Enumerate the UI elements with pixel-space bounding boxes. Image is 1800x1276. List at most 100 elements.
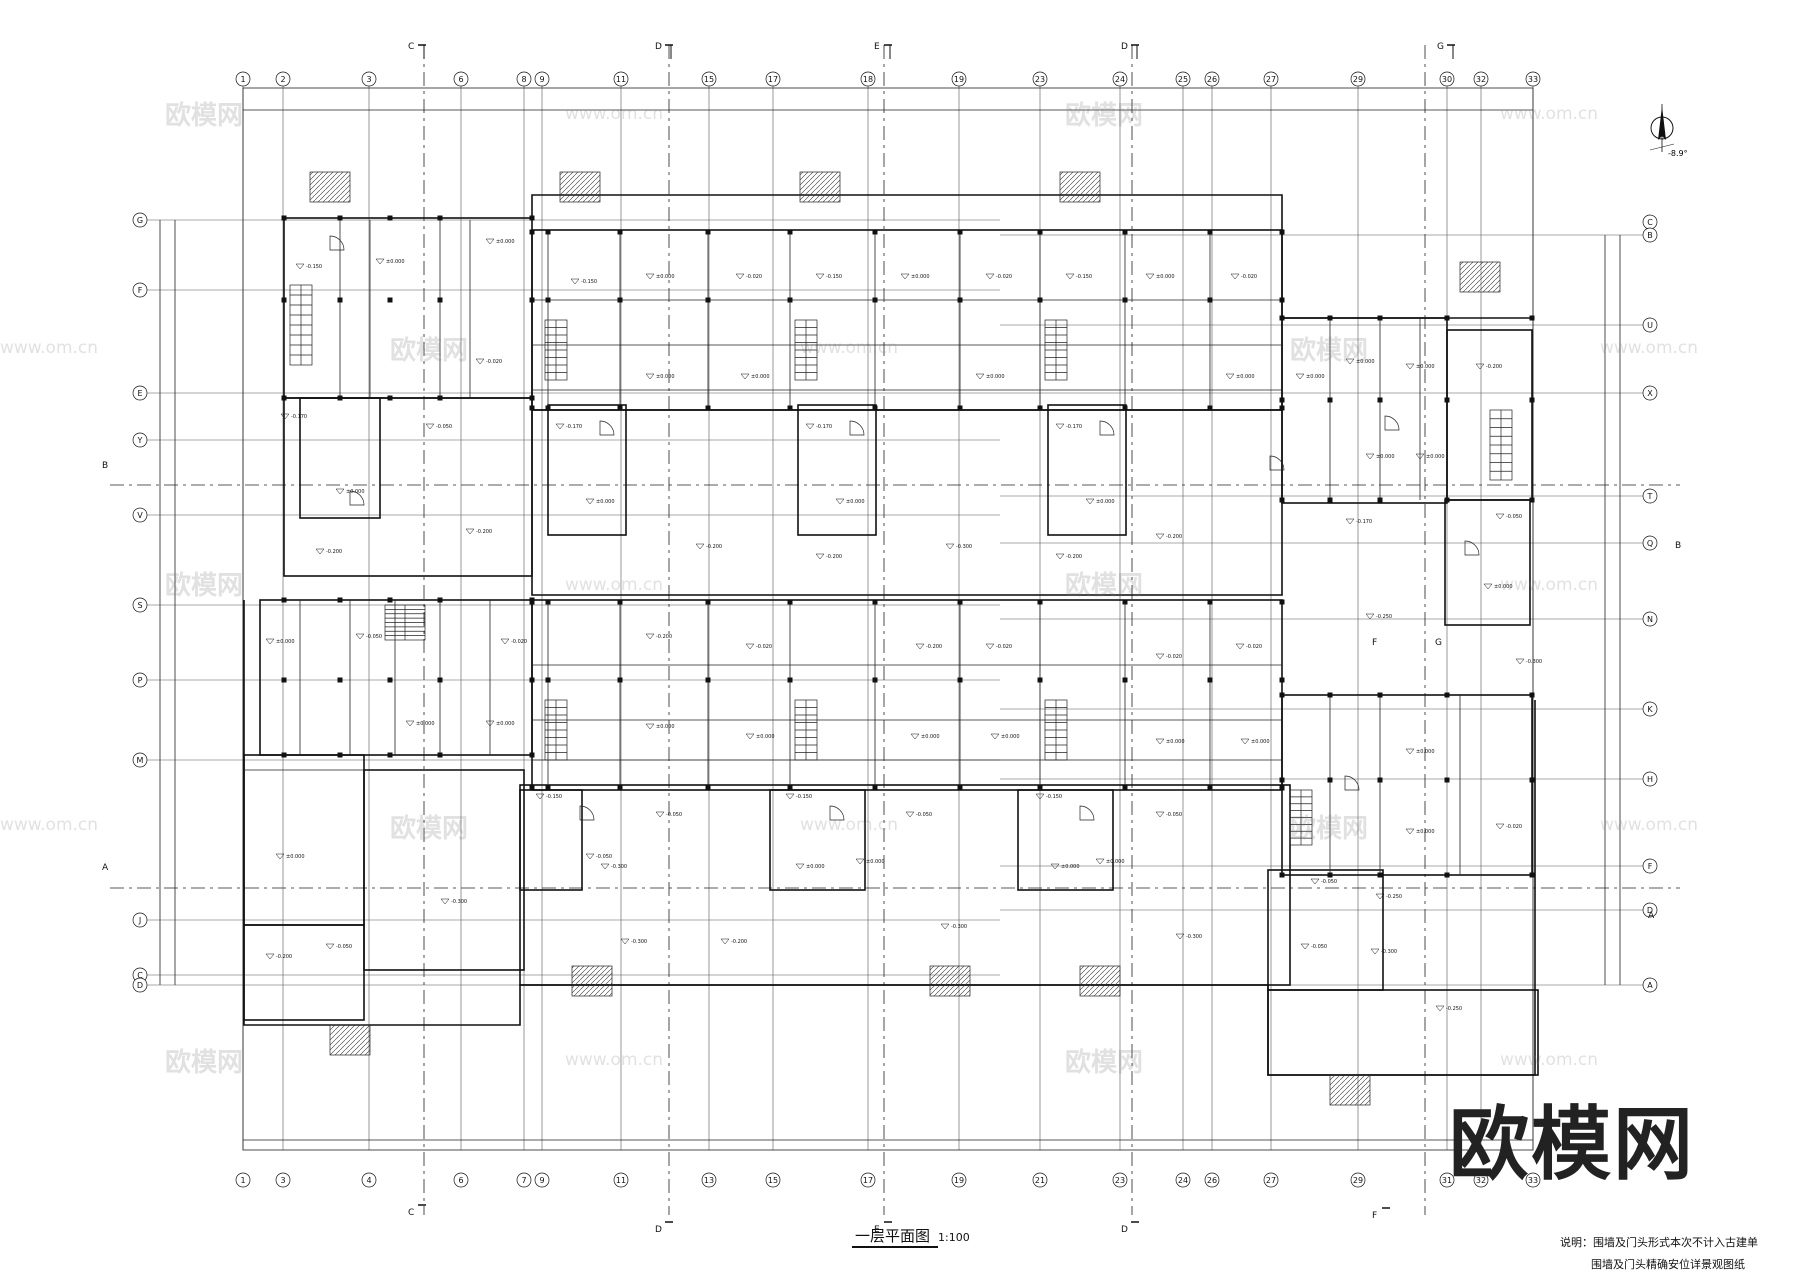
axis-number: 4 bbox=[366, 1176, 371, 1185]
column bbox=[1037, 297, 1043, 303]
column bbox=[1279, 229, 1285, 235]
level-value: -0.050 bbox=[1506, 514, 1522, 520]
level-triangle bbox=[1300, 943, 1310, 950]
level-triangle bbox=[645, 633, 655, 640]
level-triangle bbox=[570, 278, 580, 285]
left-lower-block bbox=[259, 599, 533, 756]
door-swing bbox=[1099, 420, 1115, 436]
column bbox=[872, 405, 878, 411]
entrance-steps bbox=[329, 1024, 371, 1056]
level-value: ±0.000 bbox=[286, 854, 305, 860]
level-value: ±0.000 bbox=[386, 259, 405, 265]
column bbox=[1122, 229, 1128, 235]
watermark-logo: 欧模网 bbox=[1290, 336, 1369, 366]
column bbox=[1279, 677, 1285, 683]
entrance-steps bbox=[1079, 965, 1121, 997]
level-triangle bbox=[1405, 828, 1415, 835]
level-triangle bbox=[1175, 933, 1185, 940]
column bbox=[1529, 397, 1535, 403]
level-value: -0.050 bbox=[1166, 812, 1182, 818]
column bbox=[1122, 405, 1128, 411]
door-swing bbox=[599, 420, 615, 436]
level-value: ±0.000 bbox=[1376, 454, 1395, 460]
axis-number: 31 bbox=[1442, 1176, 1452, 1185]
level-triangle bbox=[1483, 583, 1493, 590]
column bbox=[617, 599, 623, 605]
column bbox=[545, 599, 551, 605]
level-triangle bbox=[785, 793, 795, 800]
level-triangle bbox=[265, 638, 275, 645]
axis-number: 23 bbox=[1115, 1176, 1125, 1185]
level-value: -0.300 bbox=[1186, 934, 1202, 940]
column bbox=[1444, 777, 1450, 783]
door-swing bbox=[1464, 540, 1480, 556]
column bbox=[957, 297, 963, 303]
entrance-steps bbox=[1329, 1074, 1371, 1106]
level-value: -0.170 bbox=[566, 424, 582, 430]
axis-number: J bbox=[138, 916, 141, 925]
column bbox=[957, 229, 963, 235]
level-triangle bbox=[1155, 738, 1165, 745]
left-wing-upper bbox=[283, 217, 533, 399]
axis-bubble bbox=[132, 912, 148, 928]
axis-number: 11 bbox=[616, 1176, 626, 1185]
column bbox=[545, 297, 551, 303]
column bbox=[705, 785, 711, 791]
axis-number: 26 bbox=[1207, 1176, 1217, 1185]
axis-bubble bbox=[1439, 71, 1455, 87]
level-triangle bbox=[745, 733, 755, 740]
level-value: ±0.000 bbox=[496, 239, 515, 245]
bottom-bay-2 bbox=[769, 789, 866, 891]
structural-columns bbox=[281, 215, 1535, 878]
column bbox=[1444, 692, 1450, 698]
axis-bubble bbox=[765, 71, 781, 87]
column bbox=[1122, 297, 1128, 303]
axis-bubble bbox=[1642, 611, 1658, 627]
level-triangle bbox=[1345, 518, 1355, 525]
level-triangle bbox=[475, 358, 485, 365]
level-value: -0.020 bbox=[1241, 274, 1257, 280]
section-label: E bbox=[874, 42, 880, 52]
watermark-logo: 欧模网 bbox=[165, 571, 244, 601]
column bbox=[787, 229, 793, 235]
watermark-logo: 欧模网 bbox=[390, 336, 469, 366]
column bbox=[1207, 229, 1213, 235]
level-value: -0.150 bbox=[796, 794, 812, 800]
section-label: C bbox=[408, 42, 414, 52]
column bbox=[545, 677, 551, 683]
level-value: -0.200 bbox=[656, 634, 672, 640]
column bbox=[437, 677, 443, 683]
section-label: E bbox=[874, 1225, 880, 1235]
column bbox=[1207, 785, 1213, 791]
column bbox=[281, 395, 287, 401]
axis-number: 15 bbox=[704, 75, 714, 84]
column bbox=[281, 597, 287, 603]
level-value: ±0.000 bbox=[1306, 374, 1325, 380]
level-value: ±0.000 bbox=[1416, 364, 1435, 370]
level-value: -0.170 bbox=[1066, 424, 1082, 430]
level-value: -0.170 bbox=[291, 414, 307, 420]
axis-bubble bbox=[860, 1172, 876, 1188]
axis-bubble bbox=[1642, 488, 1658, 504]
axis-bubble bbox=[1439, 1172, 1455, 1188]
column bbox=[705, 599, 711, 605]
column bbox=[872, 785, 878, 791]
column bbox=[1377, 397, 1383, 403]
left-lower-hall bbox=[243, 754, 365, 926]
level-triangle bbox=[1235, 643, 1245, 650]
column bbox=[1529, 692, 1535, 698]
watermark-url: www.om.cn bbox=[1600, 338, 1699, 358]
level-triangle bbox=[1405, 363, 1415, 370]
interior-partitions bbox=[244, 220, 1461, 875]
elevation-markers: -0.150±0.000±0.000-0.020-0.150±0.000-0.0… bbox=[265, 238, 1542, 1012]
level-triangle bbox=[265, 953, 275, 960]
level-triangle bbox=[900, 273, 910, 280]
section-label: G bbox=[1437, 42, 1444, 52]
level-value: -0.200 bbox=[276, 954, 292, 960]
column bbox=[1327, 497, 1333, 503]
level-triangle bbox=[1415, 453, 1425, 460]
level-value: -0.050 bbox=[436, 424, 452, 430]
section-label: C bbox=[408, 1208, 414, 1218]
axis-bubble bbox=[1263, 1172, 1279, 1188]
